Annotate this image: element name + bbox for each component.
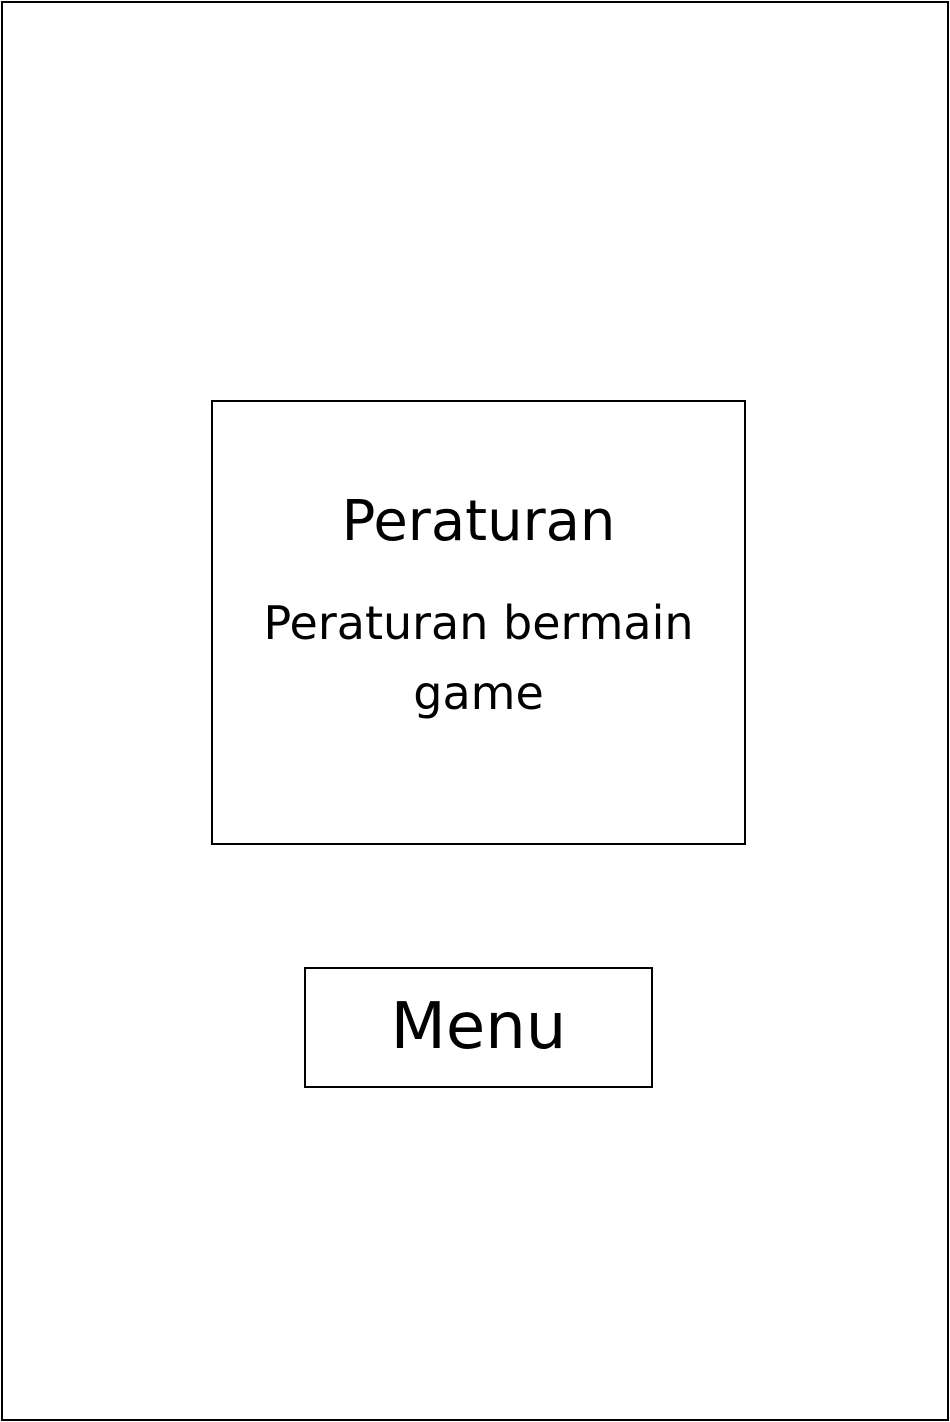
rules-panel: Peraturan Peraturan bermain game [211,400,746,845]
rules-title: Peraturan [341,489,616,554]
menu-button[interactable]: Menu [304,967,653,1088]
rules-description: Peraturan bermain game [263,596,694,720]
